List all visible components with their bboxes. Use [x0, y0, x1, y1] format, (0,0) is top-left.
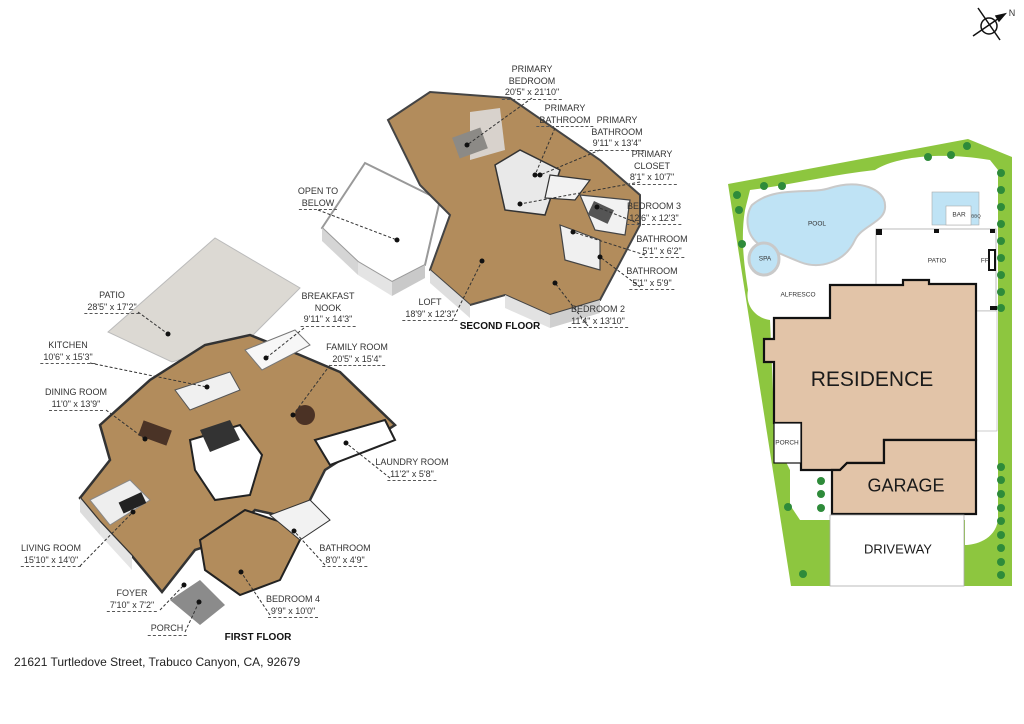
room-name: BEDROOM 2 — [570, 304, 626, 314]
site-garage-label: GARAGE — [867, 475, 945, 496]
room-dimensions: 20'5" x 21'10" — [501, 87, 563, 100]
room-label-patio: PATIO 28'5" x 17'2" — [84, 290, 140, 314]
room-label-laundry-room: LAUNDRY ROOM 11'2" x 5'8" — [375, 457, 449, 481]
room-dimensions: 5'1" x 5'9" — [629, 278, 675, 290]
second-floor-title: SECOND FLOOR — [459, 321, 541, 332]
room-name: CLOSET — [633, 160, 671, 171]
site-pool-label: POOL — [807, 220, 827, 228]
leader-lines — [79, 97, 646, 633]
room-name: FOYER — [116, 588, 148, 598]
room-name: PORCH — [147, 623, 187, 636]
room-label-porch: PORCH — [147, 623, 187, 636]
room-label-bathroom-upper-b: BATHROOM 5'1" x 5'9" — [626, 266, 678, 290]
site-residence-label: RESIDENCE — [810, 368, 934, 391]
room-label-bedroom-3: BEDROOM 3 12'6" x 12'3" — [626, 201, 682, 225]
first-floor-model — [78, 237, 398, 625]
room-label-loft: LOFT 18'9" x 12'3" — [402, 297, 458, 321]
spa — [747, 241, 781, 277]
room-dimensions: 5'1" x 6'2" — [639, 246, 685, 258]
room-name: PRIMARY — [511, 64, 553, 74]
room-dimensions: 12'6" x 12'3" — [626, 213, 682, 225]
room-name: KITCHEN — [48, 340, 88, 350]
room-label-family-room: FAMILY ROOM 20'5" x 15'4" — [326, 342, 388, 366]
room-dimensions: 9'11" x 14'3" — [300, 314, 356, 327]
room-label-bathroom-upper-a: BATHROOM 5'1" x 6'2" — [636, 234, 688, 258]
site-patio-label: PATIO — [927, 257, 947, 265]
room-dimensions: 7'10" x 7'2" — [106, 600, 158, 612]
site-bbq-label: BBQ — [971, 213, 981, 219]
room-name: DINING ROOM — [45, 387, 107, 397]
room-dimensions: 10'6" x 15'3" — [40, 352, 96, 364]
room-name: BEDROOM 4 — [265, 594, 321, 604]
room-dimensions: 11'2" x 5'8" — [387, 469, 437, 481]
trees — [733, 142, 1005, 579]
room-name: PATIO — [99, 290, 125, 300]
room-name: LAUNDRY ROOM — [375, 457, 449, 467]
room-name: OPEN TO — [297, 186, 339, 196]
room-dimensions: 8'1" x 10'7" — [626, 172, 678, 185]
room-name: BATHROOM — [626, 266, 678, 276]
driveway — [829, 514, 965, 587]
room-dimensions: 9'9" x 10'0" — [267, 606, 319, 618]
room-name: BELOW — [298, 198, 338, 210]
first-floor-title: FIRST FLOOR — [224, 632, 292, 643]
site-driveway-label: DRIVEWAY — [864, 541, 932, 557]
room-label-bathroom-lower: BATHROOM 8'0" x 4'9" — [319, 543, 371, 567]
room-name: FAMILY ROOM — [326, 342, 388, 352]
room-dimensions: 28'5" x 17'2" — [84, 302, 140, 314]
room-label-dining-room: DINING ROOM 11'0" x 13'9" — [45, 387, 107, 411]
site-fp-label: FP — [980, 257, 990, 265]
room-dimensions: 18'9" x 12'3" — [402, 309, 458, 321]
site-bar-label: BAR — [952, 211, 966, 219]
property-address: 21621 Turtledove Street, Trabuco Canyon,… — [14, 655, 301, 669]
room-label-open-to-below: OPEN TO BELOW — [298, 186, 338, 210]
room-dimensions: 9'11" x 13'4" — [589, 138, 645, 151]
room-dimensions: 15'10" x 14'0" — [20, 555, 82, 567]
room-label-bedroom-4: BEDROOM 4 9'9" x 10'0" — [266, 594, 320, 618]
compass-north-label: N — [1008, 8, 1016, 18]
room-name: BREAKFAST — [301, 291, 355, 301]
room-label-foyer: FOYER 7'10" x 7'2" — [106, 588, 158, 612]
room-label-bedroom-2: BEDROOM 2 11'4" x 13'10" — [568, 304, 628, 328]
room-dimensions: 20'5" x 15'4" — [329, 354, 385, 366]
garage — [830, 438, 978, 516]
room-name: PRIMARY — [631, 149, 673, 159]
room-dots — [130, 142, 603, 605]
site-porch-label: PORCH — [775, 439, 799, 447]
room-name: BEDROOM — [508, 75, 556, 86]
compass-icon — [972, 7, 1008, 41]
room-label-living-room: LIVING ROOM 15'10" x 14'0" — [20, 543, 82, 567]
room-name: BATHROOM — [319, 543, 371, 553]
room-label-primary-bathroom-a: PRIMARY BATHROOM — [536, 103, 594, 127]
room-name: BATHROOM — [636, 234, 688, 244]
room-name: NOOK — [314, 302, 342, 313]
room-dimensions: 11'0" x 13'9" — [48, 399, 104, 411]
room-dimensions: 8'0" x 4'9" — [322, 555, 368, 567]
room-label-kitchen: KITCHEN 10'6" x 15'3" — [40, 340, 96, 364]
room-name: PRIMARY — [544, 103, 586, 113]
room-name: LIVING ROOM — [20, 543, 81, 553]
second-floor-model — [320, 90, 641, 328]
site-spa-label: SPA — [758, 255, 772, 263]
room-dimensions: 11'4" x 13'10" — [568, 316, 628, 328]
room-name: PRIMARY — [596, 115, 638, 125]
room-name: BATHROOM — [536, 115, 594, 127]
room-name: BEDROOM 3 — [626, 201, 682, 211]
room-name: BATHROOM — [591, 126, 643, 137]
site-alfresco-label: ALFRESCO — [780, 291, 816, 299]
room-name: LOFT — [418, 297, 442, 307]
